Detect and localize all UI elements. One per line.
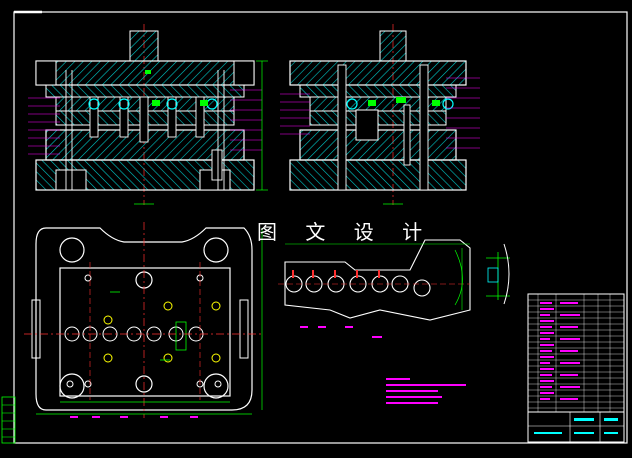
title-block [527,293,625,443]
drawing-frame [1,10,628,444]
plan-view [24,222,263,418]
strip-layout [278,239,510,338]
front-section-view [28,24,268,205]
watermark-text: 图 文 设 计 [257,220,434,244]
technical-notes [386,378,466,404]
side-section-view [280,24,480,205]
